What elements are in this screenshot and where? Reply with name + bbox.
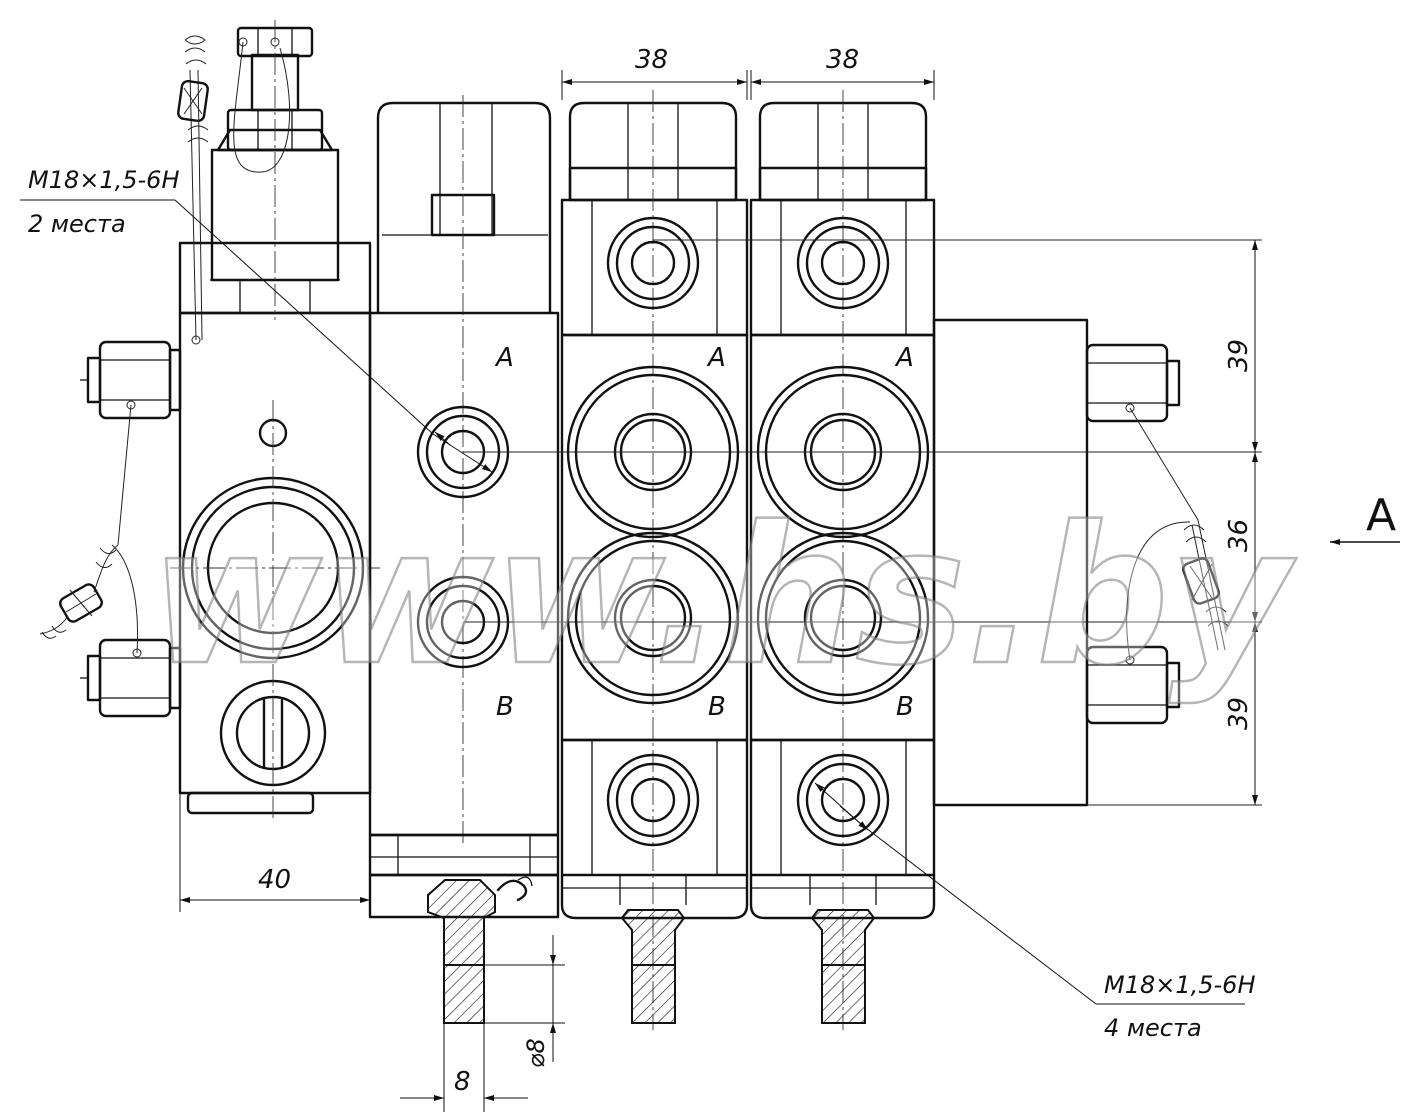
dimension-40: 40	[179, 793, 371, 912]
outlet-section	[932, 318, 1199, 807]
left-seal	[177, 35, 209, 345]
right-seal	[1182, 519, 1229, 651]
dim-39-bottom-text: 39	[1224, 697, 1254, 730]
dim-8-text: 8	[454, 1067, 471, 1097]
port-a-label-2: A	[706, 343, 726, 373]
dimension-vertical-stack: 39 36 39	[1224, 240, 1258, 805]
port-a-label-1: A	[494, 343, 514, 373]
dimension-8: 8	[400, 1023, 528, 1112]
watermark: www.hs.by	[150, 486, 1297, 707]
dimension-38-left: 38	[561, 45, 748, 100]
thread-bottom-label: M18×1,5-6H	[1104, 971, 1256, 999]
dim-38-text-1: 38	[635, 45, 668, 75]
dim-38-text-2: 38	[826, 45, 859, 75]
view-arrow: A	[1330, 490, 1400, 545]
thread-bottom-qty: 4 места	[1104, 1014, 1202, 1042]
dim-40-text: 40	[258, 865, 291, 895]
left-nuts	[80, 340, 182, 718]
section-1	[368, 95, 560, 1024]
thread-top-qty: 2 места	[28, 210, 126, 238]
callout-top: M18×1,5-6H 2 места	[20, 166, 493, 473]
callout-bottom: M18×1,5-6H 4 места	[814, 782, 1256, 1042]
dimension-38-right: 38	[750, 45, 935, 100]
dim-39-top-text: 39	[1224, 339, 1254, 372]
dimension-d8: ⌀8	[484, 935, 565, 1068]
relief-valve	[210, 20, 340, 320]
inlet-section	[170, 241, 380, 820]
port-b-label-2: B	[708, 692, 726, 722]
port-b-label-3: B	[896, 692, 914, 722]
dim-36-text: 36	[1224, 519, 1254, 552]
left-lower-seal	[39, 544, 119, 639]
view-arrow-label: A	[1366, 490, 1396, 541]
port-a-label-3: A	[894, 343, 914, 373]
dim-d8-text: ⌀8	[522, 1038, 550, 1068]
thread-top-label: M18×1,5-6H	[28, 166, 180, 194]
section-2	[560, 90, 749, 1030]
port-b-label-1: B	[496, 692, 514, 722]
